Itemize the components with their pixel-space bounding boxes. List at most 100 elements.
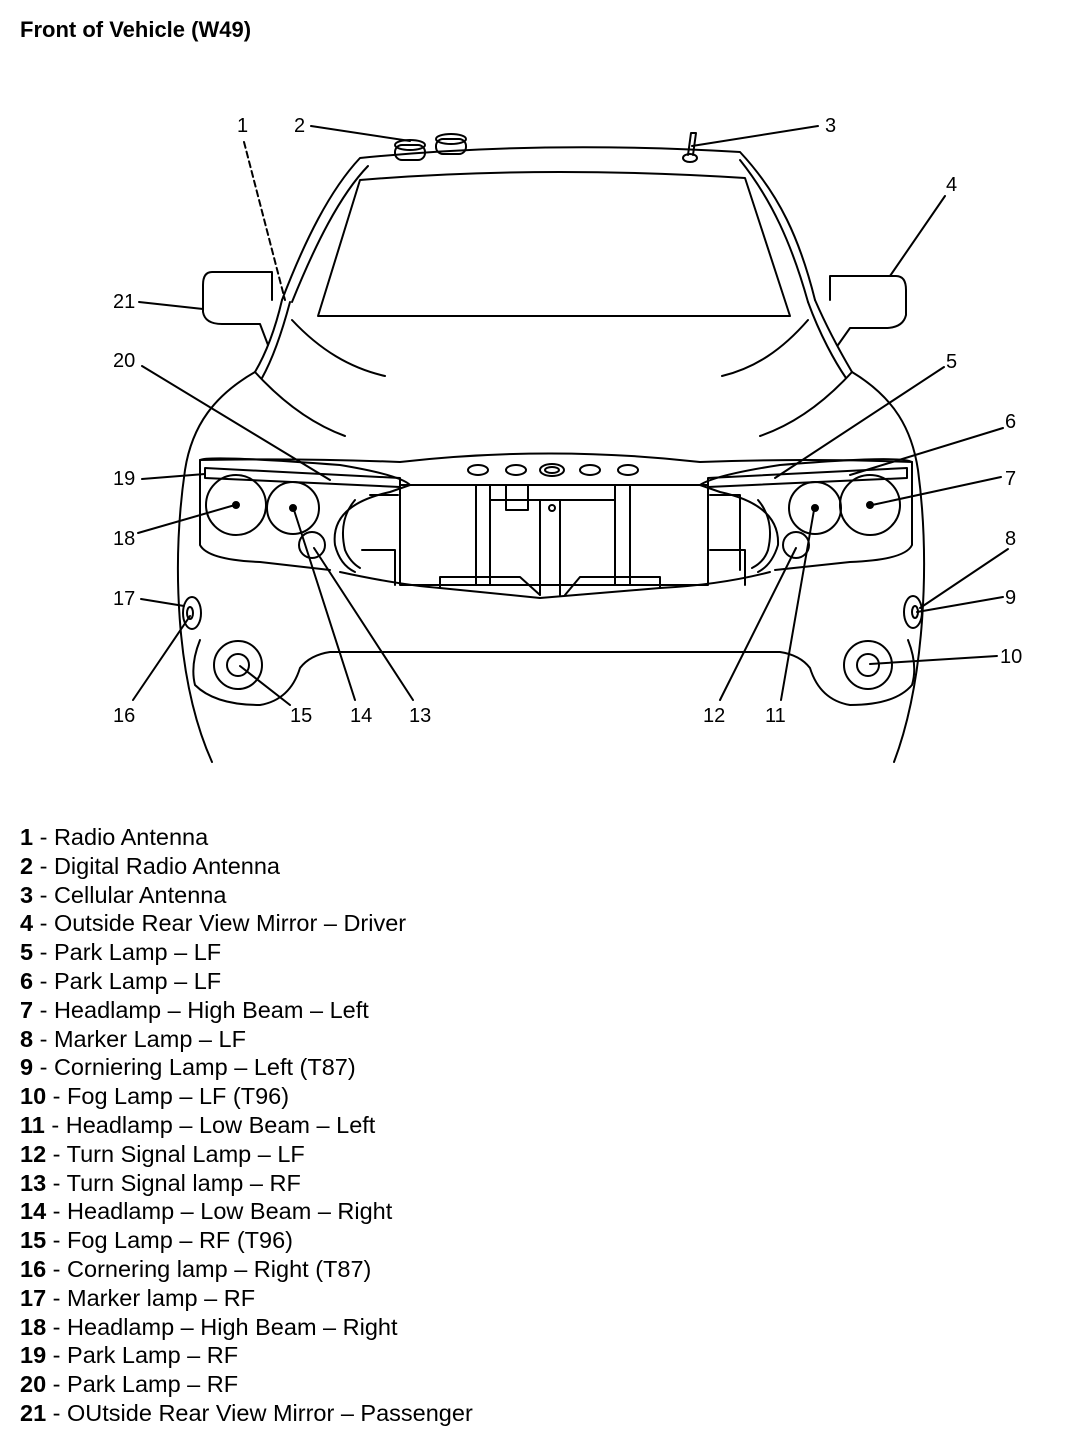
grille-lower-bracket: [439, 576, 661, 596]
leader-12: [719, 547, 797, 701]
legend-item: 15 - Fog Lamp – RF (T96): [20, 1226, 473, 1255]
fog-lamp-left: [843, 640, 893, 690]
cornering-lamp-right: [186, 606, 194, 620]
legend-label: - Headlamp – Low Beam – Right: [46, 1198, 393, 1225]
grille-opening: [399, 484, 709, 586]
legend-label: - Fog Lamp – LF (T96): [46, 1083, 290, 1110]
legend-number: 6: [20, 967, 34, 994]
callout-20: 20: [113, 350, 135, 372]
windshield: [317, 170, 791, 317]
legend-label: - Headlamp – Low Beam – Left: [44, 1111, 376, 1138]
legend-number: 10: [20, 1083, 47, 1110]
callout-7: 7: [1005, 468, 1016, 490]
legend-item: 17 - Marker lamp – RF: [20, 1284, 473, 1313]
digital-radio-antenna-b-top: [435, 133, 467, 145]
leader-7: [871, 476, 1002, 506]
legend-label: - Cornering lamp – Right (T87): [46, 1255, 372, 1282]
headlamp-housing-right: [199, 457, 411, 573]
legend-item: 4 - Outside Rear View Mirror – Driver: [20, 909, 473, 938]
leader-1: [243, 141, 286, 301]
legend-item: 6 - Park Lamp – LF: [20, 967, 473, 996]
headlamp-housing-left-inner: [751, 499, 771, 569]
legend-label: - Fog Lamp – RF (T96): [46, 1227, 293, 1254]
callout-8: 8: [1005, 528, 1016, 550]
legend-item: 8 - Marker Lamp – LF: [20, 1025, 473, 1054]
leader-3: [691, 125, 819, 147]
grille-bolt: [548, 504, 556, 512]
legend-label: - OUtside Rear View Mirror – Passenger: [46, 1399, 473, 1426]
legend-number: 16: [20, 1255, 47, 1282]
callout-21: 21: [113, 291, 135, 313]
legend-number: 13: [20, 1169, 47, 1196]
legend-item: 5 - Park Lamp – LF: [20, 938, 473, 967]
leader-14: [293, 509, 356, 701]
legend-label: - Park Lamp – LF: [33, 967, 222, 994]
callout-9: 9: [1005, 587, 1016, 609]
legend-item: 16 - Cornering lamp – Right (T87): [20, 1255, 473, 1284]
grille-side-blocks: [361, 494, 746, 586]
roof-outline: [281, 146, 816, 301]
legend-label: - Marker lamp – RF: [46, 1284, 256, 1311]
legend-label: - Park Lamp – RF: [46, 1371, 239, 1398]
body-side-left: [851, 371, 925, 763]
legend-item: 19 - Park Lamp – RF: [20, 1341, 473, 1370]
cellular-antenna-base: [682, 153, 698, 163]
digital-radio-antenna-a: [394, 144, 426, 161]
callout-11: 11: [765, 705, 786, 727]
mirror-left: [829, 275, 907, 346]
legend-label: - Turn Signal lamp – RF: [46, 1169, 301, 1196]
legend-number: 9: [20, 1054, 34, 1081]
legend-number: 15: [20, 1227, 47, 1254]
headlamp-low-beam-right: [266, 481, 320, 535]
legend-label: - Outside Rear View Mirror – Driver: [33, 910, 407, 937]
component-legend: 1 - Radio Antenna 2 - Digital Radio Ante…: [20, 823, 473, 1428]
page-title: Front of Vehicle (W49): [20, 17, 252, 42]
hood-edge-right: [254, 371, 346, 437]
park-lamp-strip-left: [707, 467, 908, 488]
legend-label: - Headlamp – High Beam – Right: [46, 1313, 398, 1340]
legend-number: 5: [20, 939, 34, 966]
legend-label: - Turn Signal Lamp – LF: [46, 1140, 305, 1167]
callout-6: 6: [1005, 411, 1016, 433]
callout-15: 15: [290, 705, 312, 727]
hood-crease-left: [721, 319, 809, 377]
a-pillar-left: [807, 299, 853, 379]
callout-3: 3: [825, 115, 836, 137]
headlamp-low-beam-left: [788, 481, 842, 535]
digital-radio-antenna-b: [435, 138, 467, 155]
body-side-right: [177, 371, 256, 763]
grille-bottom: [339, 571, 771, 599]
leader-18: [137, 504, 236, 534]
legend-number: 12: [20, 1140, 47, 1167]
leader-5: [774, 366, 945, 479]
fog-lamp-right-inner: [226, 653, 250, 677]
legend-item: 13 - Turn Signal lamp – RF: [20, 1169, 473, 1198]
legend-label: - Marker Lamp – LF: [33, 1025, 246, 1052]
legend-number: 8: [20, 1025, 34, 1052]
headlamp-housing-left: [699, 458, 913, 573]
legend-number: 2: [20, 852, 34, 879]
leader-17: [140, 598, 185, 607]
grille-slot-3: [539, 463, 565, 477]
legend-number: 20: [20, 1371, 47, 1398]
legend-item: 11 - Headlamp – Low Beam – Left: [20, 1111, 473, 1140]
grille-slot-3-inner: [544, 466, 560, 474]
legend-item: 10 - Fog Lamp – LF (T96): [20, 1082, 473, 1111]
callout-19: 19: [113, 468, 135, 490]
legend-label: - Corniering Lamp – Left (T87): [33, 1054, 356, 1081]
leader-20: [141, 365, 331, 481]
legend-label: - Radio Antenna: [33, 824, 209, 850]
callout-5: 5: [946, 351, 957, 373]
leader-11: [780, 509, 815, 701]
headlamp-low-beam-right-dot: [289, 504, 297, 512]
grille-slot-4: [579, 464, 601, 476]
hood-edge-left: [759, 371, 853, 437]
marker-lamp-right: [182, 596, 202, 630]
roof-outline-inner: [291, 159, 809, 303]
headlamp-high-beam-right: [205, 474, 267, 536]
legend-number: 19: [20, 1342, 47, 1369]
legend-label: - Headlamp – High Beam – Left: [33, 996, 369, 1023]
callout-4: 4: [946, 174, 957, 196]
fog-lamp-left-inner: [856, 653, 880, 677]
legend-number: 18: [20, 1313, 47, 1340]
